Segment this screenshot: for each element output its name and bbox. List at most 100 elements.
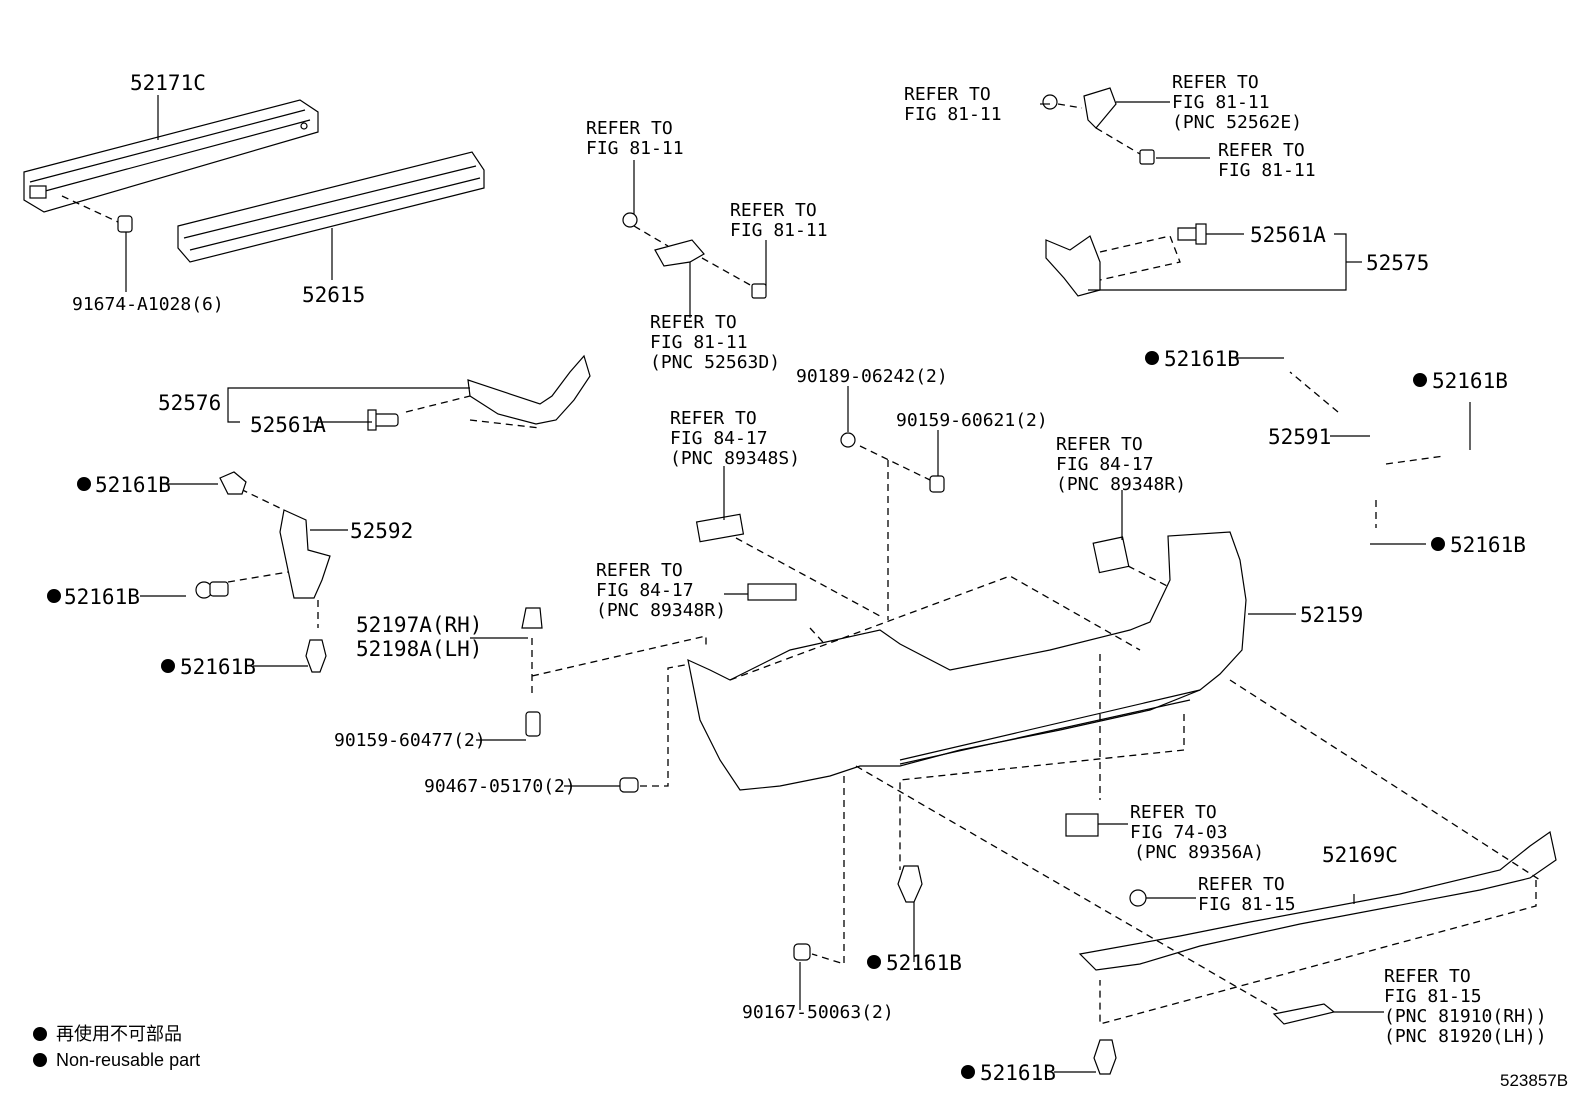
label-90167: 90167-50063(2) xyxy=(742,1002,894,1023)
label-52171c: 52171C xyxy=(130,71,206,95)
ref-note-10: REFER TO FIG 74-03 (PNC 89356A) xyxy=(1130,802,1264,863)
svg-text:REFER TO: REFER TO xyxy=(650,312,737,333)
non-reusable-marker xyxy=(161,659,175,673)
nut-90159-60621 xyxy=(929,475,945,493)
svg-text:(PNC 81920(LH)): (PNC 81920(LH)) xyxy=(1384,1026,1547,1047)
label-90189: 90189-06242(2) xyxy=(796,366,948,387)
bumper-lower-52169c xyxy=(899,679,1557,1025)
svg-text:REFER TO: REFER TO xyxy=(596,560,683,581)
bracket-ref-52563d xyxy=(654,239,753,287)
svg-text:FIG 84-17: FIG 84-17 xyxy=(596,580,694,601)
figure-id: 523857B xyxy=(1500,1071,1568,1090)
non-reusable-marker xyxy=(47,589,61,603)
svg-text:REFER TO: REFER TO xyxy=(1056,434,1143,455)
non-reusable-marker xyxy=(867,955,881,969)
bolt-52561a-right xyxy=(1177,223,1207,245)
ref-note-7: REFER TO FIG 84-17 (PNC 89348S) xyxy=(670,408,800,469)
svg-text:REFER TO: REFER TO xyxy=(1218,140,1305,161)
label-52161b-l2: 52161B xyxy=(64,585,140,609)
svg-text:REFER TO: REFER TO xyxy=(1384,966,1471,987)
clip-center-1 xyxy=(897,865,923,903)
ref-note-3: REFER TO FIG 81-11 (PNC 52563D) xyxy=(650,312,780,373)
clip-left-3 xyxy=(305,639,327,673)
bolt-ref-81-11-b xyxy=(751,283,767,299)
legend-japanese: 再使用不可部品 xyxy=(56,1024,182,1044)
label-52576: 52576 xyxy=(158,391,221,415)
svg-text:(PNC 81910(RH)): (PNC 81910(RH)) xyxy=(1384,1006,1547,1027)
clip-ref-81-11-c xyxy=(1042,94,1083,110)
svg-text:(PNC 89348R): (PNC 89348R) xyxy=(596,600,726,621)
ref-note-11: REFER TO FIG 81-15 xyxy=(1198,874,1296,915)
legend-marker-1 xyxy=(33,1027,47,1041)
label-52161b-r1: 52161B xyxy=(1164,347,1240,371)
non-reusable-marker xyxy=(1145,351,1159,365)
svg-text:REFER TO: REFER TO xyxy=(1172,72,1259,93)
svg-text:FIG 81-11: FIG 81-11 xyxy=(586,138,684,159)
bracket-part-52575 xyxy=(1045,235,1181,297)
label-52161b-c1: 52161B xyxy=(886,951,962,975)
svg-text:(PNC 52563D): (PNC 52563D) xyxy=(650,352,780,373)
label-91674: 91674-A1028(6) xyxy=(72,294,224,315)
bracket-ref-89348r-right xyxy=(1092,536,1231,619)
clip-center-2 xyxy=(1093,1039,1117,1075)
label-52561a-right: 52561A xyxy=(1250,223,1326,247)
cover-ref-89356a xyxy=(1065,813,1099,837)
ref-note-2: REFER TO FIG 81-11 xyxy=(730,200,828,241)
label-52197a: 52197A(RH) xyxy=(356,613,482,637)
svg-text:REFER TO: REFER TO xyxy=(1130,802,1217,823)
clip-52197a xyxy=(521,607,707,698)
ref-note-4: REFER TO FIG 81-11 xyxy=(904,84,1002,125)
bolt-ref-81-11-d xyxy=(1139,149,1155,165)
label-52161b-r3: 52161B xyxy=(1450,533,1526,557)
label-52161b-r2: 52161B xyxy=(1432,369,1508,393)
bolt-91674 xyxy=(61,195,133,233)
ref-note-9: REFER TO FIG 84-17 (PNC 89348R) xyxy=(1056,434,1186,495)
screw-90159-60477 xyxy=(525,711,541,737)
svg-text:REFER TO: REFER TO xyxy=(904,84,991,105)
label-52615: 52615 xyxy=(302,283,365,307)
ref-note-6: REFER TO FIG 81-11 xyxy=(1218,140,1316,181)
ref-note-8: REFER TO FIG 84-17 (PNC 89348R) xyxy=(596,560,726,621)
clip-left-1 xyxy=(219,471,247,495)
svg-text:FIG 81-11: FIG 81-11 xyxy=(650,332,748,353)
non-reusable-marker xyxy=(77,477,91,491)
ref-note-1: REFER TO FIG 81-11 xyxy=(586,118,684,159)
bracket-ref-89348s xyxy=(695,513,881,617)
label-52161b-c2: 52161B xyxy=(980,1061,1056,1085)
svg-text:REFER TO: REFER TO xyxy=(586,118,673,139)
non-reusable-marker xyxy=(961,1065,975,1079)
label-52592: 52592 xyxy=(350,519,413,543)
bumper-cover-52159 xyxy=(687,531,1247,800)
nut-90167 xyxy=(793,776,845,965)
label-52591: 52591 xyxy=(1268,425,1331,449)
label-52161b-l3: 52161B xyxy=(180,655,256,679)
svg-text:FIG 84-17: FIG 84-17 xyxy=(670,428,768,449)
non-reusable-marker xyxy=(1431,537,1445,551)
svg-text:FIG 84-17: FIG 84-17 xyxy=(1056,454,1154,475)
label-90159-60621: 90159-60621(2) xyxy=(896,410,1048,431)
label-52198a: 52198A(LH) xyxy=(356,637,482,661)
svg-text:(PNC 89348S): (PNC 89348S) xyxy=(670,448,800,469)
clip-left-2 xyxy=(195,581,229,599)
legend-marker-2 xyxy=(33,1053,47,1067)
clip-ref-81-11-a xyxy=(622,212,669,247)
ref-note-5: REFER TO FIG 81-11 (PNC 52562E) xyxy=(1172,72,1302,133)
bracket-part-52576 xyxy=(405,354,591,429)
label-52159: 52159 xyxy=(1300,603,1363,627)
reinforcement-part-52171c xyxy=(23,99,319,213)
svg-text:REFER TO: REFER TO xyxy=(730,200,817,221)
svg-text:REFER TO: REFER TO xyxy=(1198,874,1285,895)
label-52561a-left: 52561A xyxy=(250,413,326,437)
svg-text:FIG 81-15: FIG 81-15 xyxy=(1384,986,1482,1007)
leader-lines xyxy=(125,95,1471,1073)
label-90159-60477: 90159-60477(2) xyxy=(334,730,486,751)
clip-90189 xyxy=(840,432,931,620)
nut-90467 xyxy=(619,663,691,793)
label-90467: 90467-05170(2) xyxy=(424,776,576,797)
svg-text:(PNC 52562E): (PNC 52562E) xyxy=(1172,112,1302,133)
legend: 再使用不可部品 Non-reusable part xyxy=(33,1024,200,1070)
svg-text:FIG 74-03: FIG 74-03 xyxy=(1130,822,1228,843)
svg-text:FIG 81-15: FIG 81-15 xyxy=(1198,894,1296,915)
clip-ref-81-15 xyxy=(1129,889,1147,907)
